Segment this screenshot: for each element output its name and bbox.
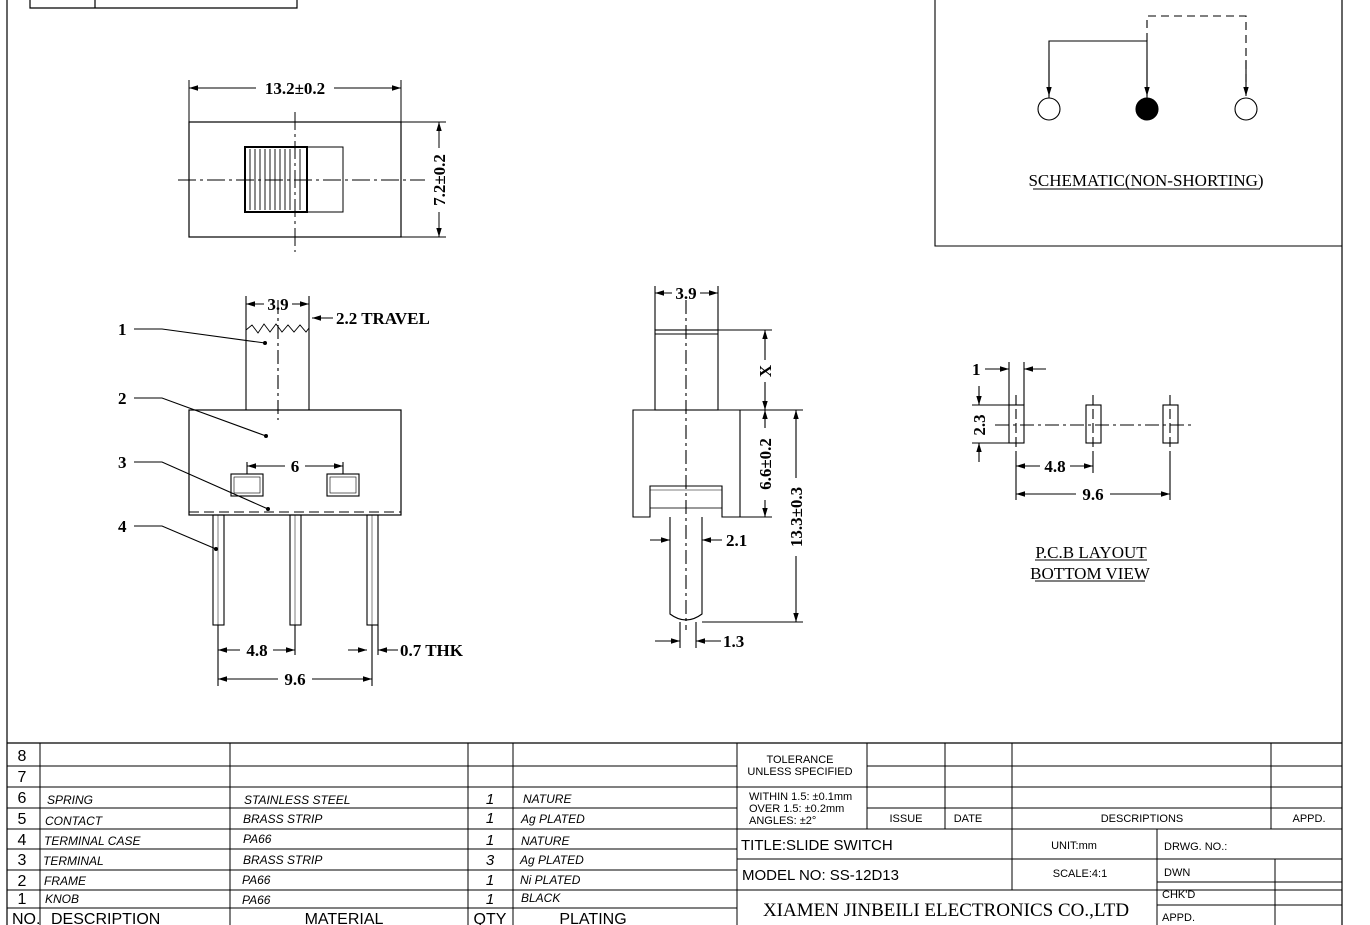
bom-plating: Ni PLATED [520, 873, 581, 887]
knob-height-dim: X [756, 364, 775, 377]
bom-rows: 8 7 6 SPRING STAINLESS STEEL 1 NATURE 5 … [12, 748, 627, 925]
thickness-dim: 0.7 THK [400, 641, 464, 660]
scale-label: SCALE:4:1 [1053, 868, 1107, 880]
chkd-label: CHK'D [1162, 889, 1195, 901]
side-knob-width-dim: 3.9 [675, 284, 696, 303]
bom-header-description: DESCRIPTION [51, 911, 160, 925]
rev-appd-label: APPD. [1292, 813, 1325, 825]
side-view [632, 286, 803, 648]
schematic-title: SCHEMATIC(NON-SHORTING) [1028, 171, 1263, 190]
bom-description: TERMINAL [43, 854, 104, 868]
total-height-dim: 13.3±0.3 [787, 487, 806, 547]
body-height-dim: 6.6±0.2 [756, 438, 775, 490]
tolerance-over: OVER 1.5: ±0.2mm [749, 803, 844, 815]
tolerance-angles: ANGLES: ±2° [749, 815, 816, 827]
bom-no: 3 [18, 852, 27, 869]
pcb-pitch-dim: 4.8 [1044, 457, 1065, 476]
bom-description: CONTACT [45, 814, 104, 828]
callout-2: 2 [118, 389, 127, 408]
pin-thk-dim: 1.3 [723, 632, 744, 651]
bom-plating: BLACK [521, 891, 561, 905]
model-number: MODEL NO: SS-12D13 [742, 867, 899, 884]
bom-material: PA66 [242, 893, 271, 907]
bom-header-plating: PLATING [559, 911, 626, 925]
company-name: XIAMEN JINBEILI ELECTRONICS CO.,LTD [763, 900, 1129, 921]
bom-material: BRASS STRIP [243, 812, 322, 826]
bom-header-no: NO. [12, 911, 40, 925]
pin-gap-dim: 6 [291, 457, 300, 476]
bom-header-material: MATERIAL [305, 911, 384, 925]
top-height-dim: 7.2±0.2 [430, 154, 449, 206]
bom-description: TERMINAL CASE [44, 834, 141, 848]
pcb-title: P.C.B LAYOUT [1035, 543, 1147, 562]
bom-qty: 1 [486, 810, 494, 827]
pcb-span-dim: 9.6 [1082, 485, 1103, 504]
bom-qty: 1 [486, 832, 494, 849]
dwn-label: DWN [1164, 867, 1190, 879]
title-block-grid [737, 743, 1342, 925]
drwg-no-label: DRWG. NO.: [1164, 841, 1227, 853]
bom-plating: NATURE [521, 834, 570, 848]
issue-label: ISSUE [889, 813, 922, 825]
bom-material: BRASS STRIP [243, 853, 322, 867]
tolerance-label: TOLERANCE [766, 754, 833, 766]
date-label: DATE [954, 813, 983, 825]
tolerance-within: WITHIN 1.5: ±0.1mm [749, 791, 852, 803]
bom-qty: 1 [486, 791, 494, 808]
front-knob-width-dim: 3.9 [267, 295, 288, 314]
drawing-title: TITLE:SLIDE SWITCH [741, 837, 893, 854]
bom-plating: Ag PLATED [520, 812, 585, 826]
tolerance-sublabel: UNLESS SPECIFIED [747, 766, 852, 778]
drawing-frame [6, 0, 1343, 925]
bom-material: PA66 [243, 832, 272, 846]
top-view [178, 80, 446, 252]
descriptions-label: DESCRIPTIONS [1101, 813, 1184, 825]
bom-no: 2 [18, 873, 27, 890]
travel-dim: 2.2 TRAVEL [336, 309, 430, 328]
bom-table-grid [7, 743, 738, 925]
callout-dots [214, 341, 270, 551]
bom-plating: NATURE [523, 792, 572, 806]
callout-3: 3 [118, 453, 127, 472]
bom-plating: Ag PLATED [519, 853, 584, 867]
pin-width-dim: 2.1 [726, 531, 747, 550]
bom-no: 8 [18, 748, 27, 765]
callout-4: 4 [118, 517, 127, 536]
bom-header-qty: QTY [474, 911, 507, 925]
bom-no: 6 [18, 790, 27, 807]
bom-no: 1 [18, 891, 27, 908]
unit-label: UNIT:mm [1051, 840, 1097, 852]
front-view [134, 296, 402, 686]
schematic [934, 0, 1342, 247]
bom-description: KNOB [45, 892, 79, 906]
front-pitch-dim: 4.8 [246, 641, 267, 660]
pad-height-dim: 2.3 [970, 414, 989, 435]
bom-description: SPRING [47, 793, 93, 807]
callout-1: 1 [118, 320, 127, 339]
bom-description: FRAME [44, 874, 87, 888]
pcb-subtitle: BOTTOM VIEW [1030, 564, 1151, 583]
title-block: TOLERANCE UNLESS SPECIFIED WITHIN 1.5: ±… [741, 754, 1326, 924]
bom-material: PA66 [242, 873, 271, 887]
pad-width-dim: 1 [972, 360, 981, 379]
appd-label: APPD. [1162, 912, 1195, 924]
bom-no: 7 [18, 769, 27, 786]
bom-material: STAINLESS STEEL [244, 793, 350, 807]
pcb-layout [972, 362, 1195, 582]
bom-qty: 3 [486, 852, 495, 869]
bom-no: 5 [18, 811, 27, 828]
front-span-dim: 9.6 [284, 670, 305, 689]
bom-qty: 1 [486, 872, 494, 889]
top-width-dim: 13.2±0.2 [265, 79, 325, 98]
bom-qty: 1 [486, 891, 494, 908]
bom-no: 4 [18, 832, 27, 849]
